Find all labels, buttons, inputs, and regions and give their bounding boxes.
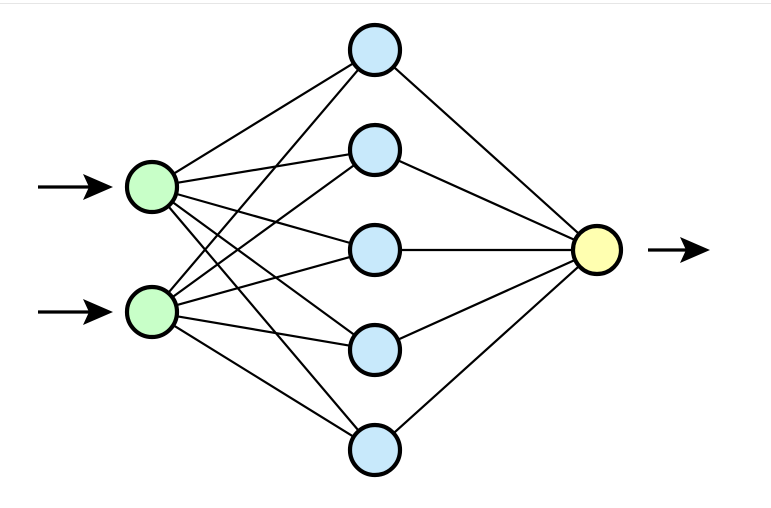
input-arrow-top-head <box>83 174 113 200</box>
hidden-layer-node-4[interactable] <box>347 322 403 378</box>
connection-h2-o1 <box>397 159 576 241</box>
connection-h1-o1 <box>393 66 580 235</box>
edges-group <box>167 62 580 438</box>
input-layer-node-2[interactable] <box>124 284 180 340</box>
output-arrow-head <box>680 237 710 263</box>
connection-h4-o1 <box>397 259 576 341</box>
input-arrow-top-icon <box>38 174 113 200</box>
arrows-group <box>38 174 710 325</box>
output-layer-node-1[interactable] <box>570 223 624 277</box>
output-neuron-o1[interactable] <box>570 223 624 277</box>
input-arrow-bottom-head <box>83 299 113 325</box>
hidden-neuron-h1[interactable] <box>347 22 403 78</box>
connection-i2-h1 <box>167 68 360 294</box>
hidden-neuron-h2[interactable] <box>347 122 403 178</box>
hidden-layer-node-1[interactable] <box>347 22 403 78</box>
input-layer-node-1[interactable] <box>124 159 180 215</box>
output-arrow-icon <box>648 237 710 263</box>
connection-i1-h5 <box>167 205 360 432</box>
connection-h5-o1 <box>393 265 580 434</box>
hidden-neuron-h4[interactable] <box>347 322 403 378</box>
hidden-layer-node-3[interactable] <box>347 222 403 278</box>
top-rule-divider <box>0 3 771 4</box>
connection-i2-h5 <box>173 324 354 438</box>
hidden-neuron-h5[interactable] <box>347 422 403 478</box>
hidden-layer-node-5[interactable] <box>347 422 403 478</box>
connection-i1-h2 <box>176 153 351 184</box>
connection-i1-h1 <box>173 62 354 175</box>
connection-i2-h2 <box>172 164 355 298</box>
connection-i2-h3 <box>176 255 351 307</box>
connection-i1-h3 <box>176 193 351 244</box>
hidden-neuron-h3[interactable] <box>347 222 403 278</box>
input-arrow-bottom-icon <box>38 299 113 325</box>
connection-i2-h4 <box>176 315 351 347</box>
input-neuron-i1[interactable] <box>124 159 180 215</box>
hidden-layer-node-2[interactable] <box>347 122 403 178</box>
input-neuron-i2[interactable] <box>124 284 180 340</box>
connection-i1-h4 <box>172 201 355 336</box>
nodes-group <box>124 22 624 478</box>
